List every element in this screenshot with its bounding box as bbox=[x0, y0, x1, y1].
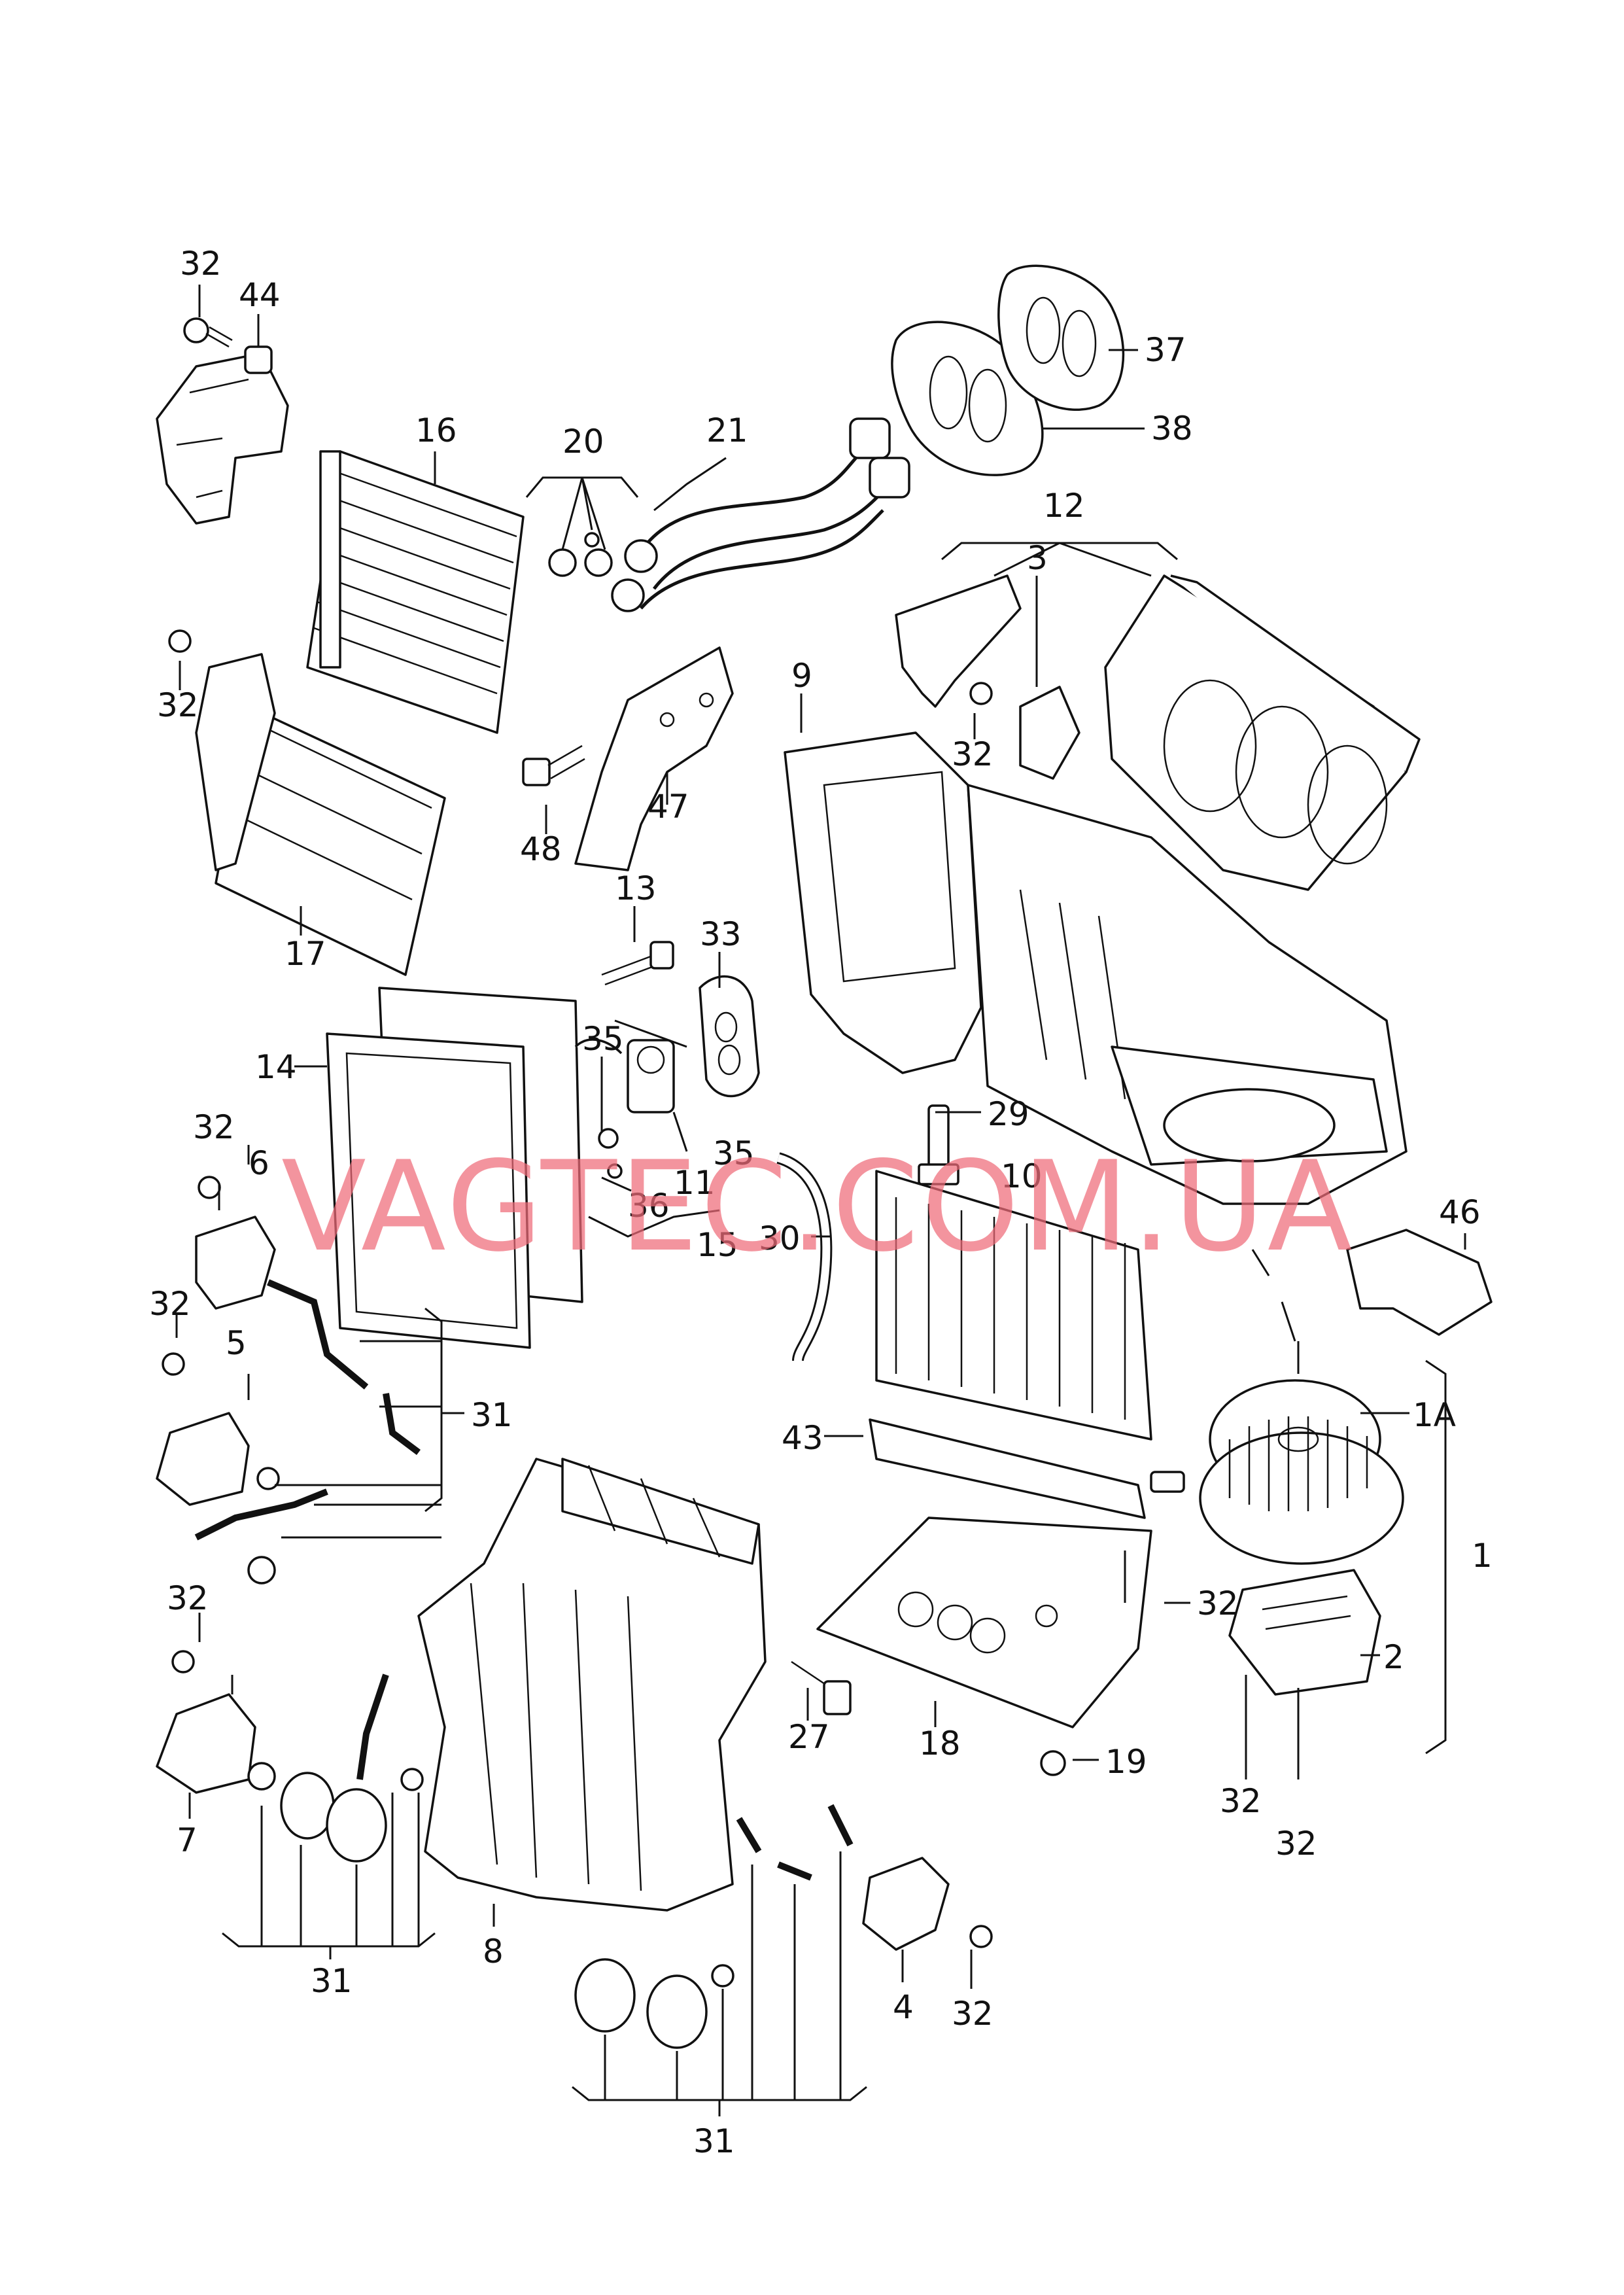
part-35-seal bbox=[598, 1128, 623, 1179]
callout-33: 33 bbox=[700, 915, 742, 953]
part-18-cover bbox=[816, 1516, 1152, 1728]
callout-32: 32 bbox=[180, 245, 222, 283]
callout-36: 36 bbox=[628, 1187, 670, 1225]
part-1a-blower-fan bbox=[1150, 1379, 1404, 1565]
part-10-dust-filter bbox=[875, 1170, 1152, 1441]
screw-icon bbox=[1040, 1750, 1066, 1776]
part-8-heater-housing bbox=[417, 1458, 767, 1912]
callout-labels: 32 44 16 20 21 37 38 12 3 9 32 32 48 47 … bbox=[149, 245, 1493, 2160]
callout-32: 32 bbox=[167, 1579, 209, 1617]
callout-44: 44 bbox=[239, 276, 281, 314]
callout-10: 10 bbox=[1001, 1157, 1043, 1195]
part-14-evaporator bbox=[326, 987, 623, 1349]
part-31-bottom-linkage bbox=[574, 1804, 854, 2049]
part-27-sensor bbox=[791, 1660, 852, 1715]
callout-32: 32 bbox=[157, 686, 199, 724]
part-37-seal bbox=[997, 264, 1125, 412]
part-46-bracket bbox=[1346, 1229, 1493, 1336]
leader-lines bbox=[175, 285, 1466, 2116]
part-16-heat-exchanger bbox=[306, 450, 525, 734]
part-6-actuator bbox=[195, 1176, 276, 1310]
callout-32: 32 bbox=[1197, 1585, 1239, 1622]
callout-6: 6 bbox=[249, 1144, 269, 1182]
callout-21: 21 bbox=[706, 412, 748, 449]
part-48-bolt bbox=[522, 745, 585, 786]
callout-30: 30 bbox=[759, 1219, 801, 1257]
watermark-text: VAGTEC.COM.UA bbox=[281, 1134, 1355, 1279]
part-3-actuator bbox=[969, 682, 1080, 780]
callout-31: 31 bbox=[311, 1962, 353, 2000]
callout-32: 32 bbox=[952, 1995, 993, 2033]
callout-8: 8 bbox=[483, 1933, 504, 1971]
callout-14: 14 bbox=[255, 1048, 297, 1086]
part-21-coolant-pipes bbox=[611, 417, 910, 612]
callout-13: 13 bbox=[615, 869, 657, 907]
callout-12: 12 bbox=[1043, 487, 1085, 525]
part-47-bracket bbox=[574, 646, 734, 871]
callout-46: 46 bbox=[1439, 1193, 1481, 1231]
callout-29: 29 bbox=[988, 1095, 1029, 1133]
callout-35: 35 bbox=[713, 1134, 755, 1172]
callout-1: 1 bbox=[1472, 1537, 1493, 1575]
part-30-hose bbox=[776, 1152, 833, 1362]
callout-35: 35 bbox=[582, 1020, 624, 1058]
part-29-sensor bbox=[918, 1104, 959, 1185]
part-43-frame bbox=[869, 1418, 1146, 1519]
part-17-radiator bbox=[168, 629, 446, 976]
callout-17: 17 bbox=[285, 935, 326, 973]
part-33-grommet bbox=[699, 975, 760, 1098]
part-12-housing-cover bbox=[1104, 574, 1421, 891]
callout-31: 31 bbox=[471, 1396, 513, 1434]
part-12-flap-bracket bbox=[895, 574, 1022, 708]
callout-32: 32 bbox=[1275, 1825, 1317, 1863]
callout-32: 32 bbox=[193, 1108, 235, 1146]
callout-15: 15 bbox=[697, 1226, 738, 1264]
part-9-air-distribution-housing bbox=[784, 731, 1408, 1205]
callout-32: 32 bbox=[149, 1285, 191, 1323]
part-11-expansion-valve bbox=[627, 1039, 675, 1113]
callout-19: 19 bbox=[1105, 1743, 1147, 1781]
callout-37: 37 bbox=[1145, 331, 1186, 369]
callout-16: 16 bbox=[415, 412, 457, 449]
callout-7: 7 bbox=[177, 1821, 198, 1859]
callout-43: 43 bbox=[782, 1419, 823, 1457]
part-4-actuator bbox=[862, 1857, 993, 1951]
callout-32: 32 bbox=[952, 735, 993, 773]
callout-5: 5 bbox=[226, 1324, 247, 1362]
callout-20: 20 bbox=[562, 423, 604, 461]
callout-9: 9 bbox=[791, 657, 812, 695]
callout-18: 18 bbox=[919, 1725, 961, 1762]
callout-4: 4 bbox=[893, 1988, 914, 2026]
part-44-bracket bbox=[156, 345, 289, 525]
callout-32: 32 bbox=[1220, 1782, 1262, 1820]
callout-1a: 1A bbox=[1413, 1396, 1456, 1434]
part-2-series-resistor bbox=[1228, 1569, 1381, 1696]
callout-3: 3 bbox=[1027, 539, 1048, 577]
part-7-actuator bbox=[156, 1650, 256, 1794]
callout-38: 38 bbox=[1151, 410, 1193, 447]
callout-31: 31 bbox=[693, 2122, 735, 2160]
callout-48: 48 bbox=[520, 830, 562, 868]
callout-47: 47 bbox=[648, 788, 689, 826]
part-13-bolt bbox=[601, 941, 674, 986]
screw-icon bbox=[183, 317, 233, 348]
callout-11: 11 bbox=[674, 1164, 716, 1202]
part-5-actuator bbox=[156, 1352, 250, 1506]
callout-27: 27 bbox=[788, 1718, 830, 1756]
callout-2: 2 bbox=[1383, 1638, 1404, 1676]
